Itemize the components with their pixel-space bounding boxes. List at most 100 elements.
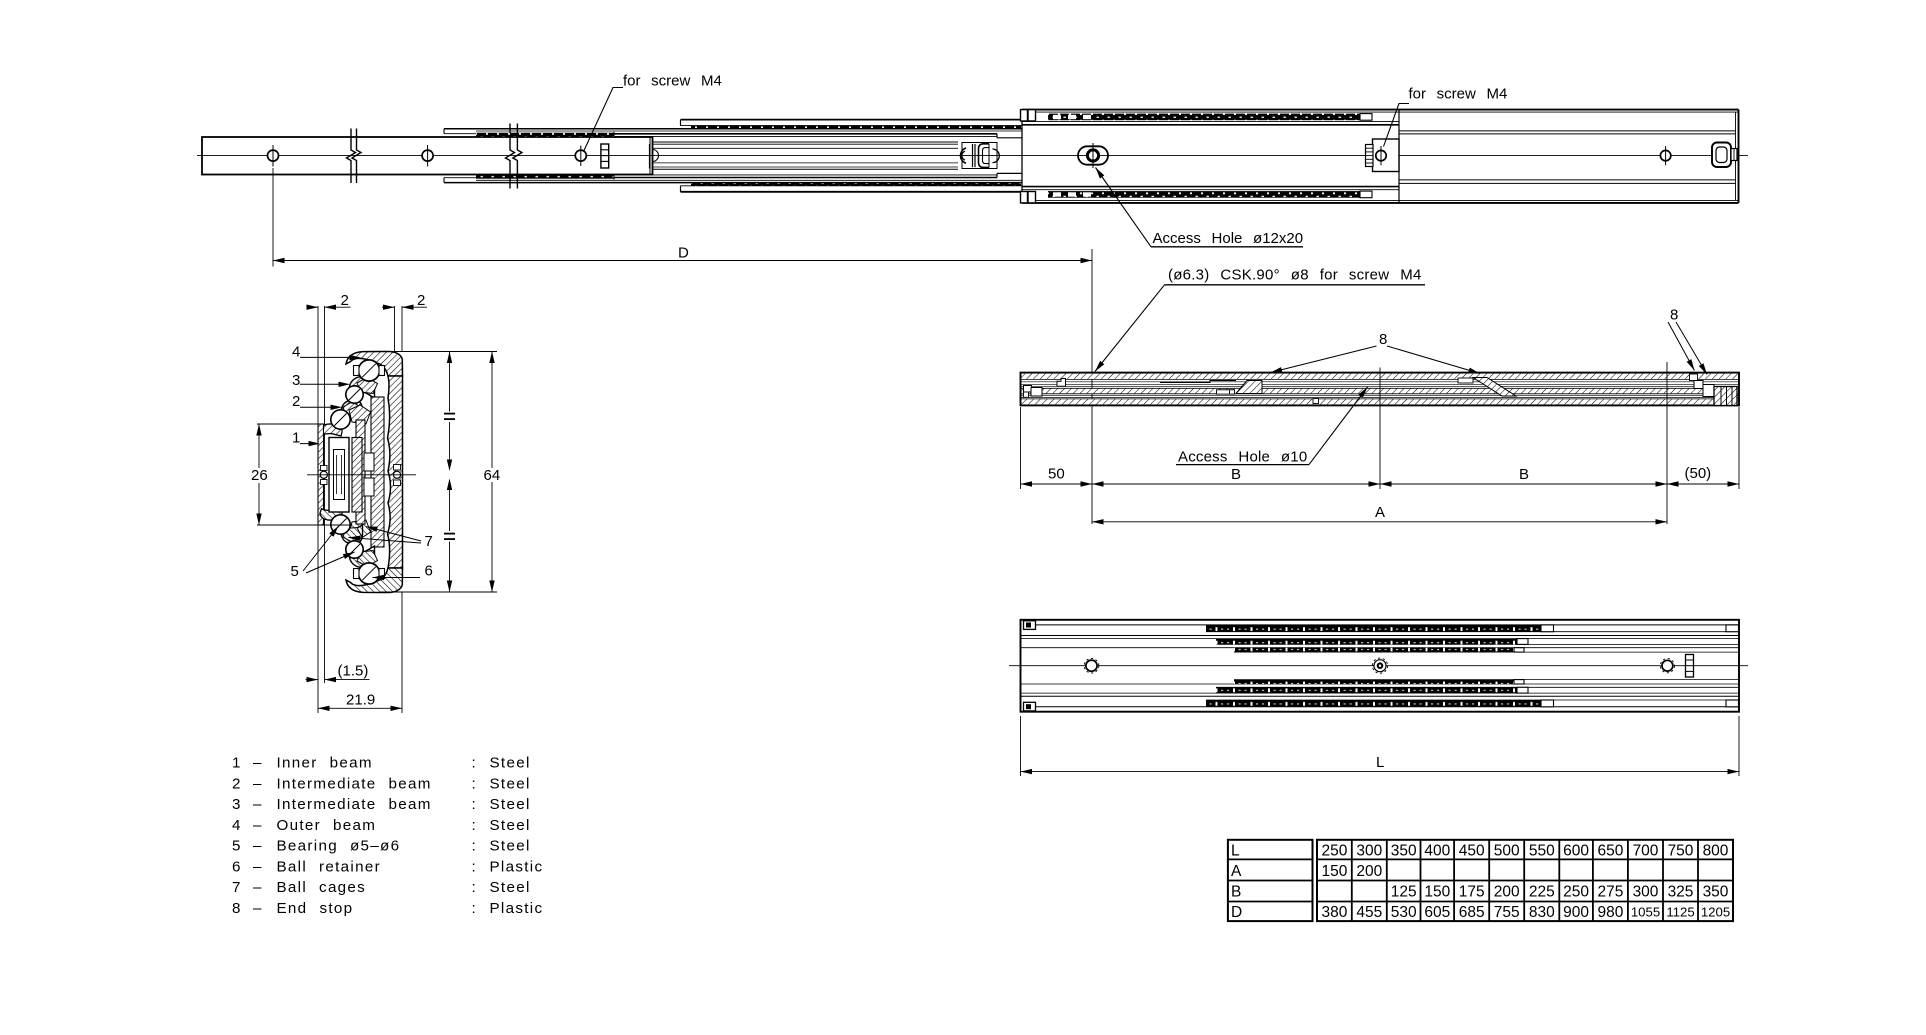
svg-text:B: B — [1519, 466, 1529, 483]
svg-text:350: 350 — [1391, 843, 1417, 860]
svg-text:1: 1 — [292, 430, 300, 447]
svg-text:150: 150 — [1321, 863, 1347, 880]
svg-text::: : — [472, 900, 478, 917]
svg-text:–: – — [253, 755, 263, 772]
svg-text:–: – — [253, 858, 263, 875]
svg-text:755: 755 — [1494, 904, 1520, 921]
svg-text:Inner beam: Inner beam — [277, 755, 373, 772]
svg-text:125: 125 — [1391, 883, 1417, 900]
svg-text:2: 2 — [292, 393, 300, 410]
svg-text:–: – — [253, 775, 263, 792]
svg-text:B: B — [1231, 883, 1241, 900]
svg-text:750: 750 — [1668, 843, 1694, 860]
svg-text:Intermediate beam: Intermediate beam — [277, 796, 432, 813]
svg-text:3: 3 — [232, 796, 242, 813]
svg-text:380: 380 — [1321, 904, 1347, 921]
svg-text:530: 530 — [1391, 904, 1417, 921]
svg-text::: : — [472, 817, 478, 834]
svg-text:3: 3 — [292, 372, 300, 389]
svg-text:Steel: Steel — [490, 838, 531, 855]
svg-text::: : — [472, 858, 478, 875]
svg-text:26: 26 — [251, 467, 268, 484]
svg-text:250: 250 — [1563, 883, 1589, 900]
svg-text:21.9: 21.9 — [346, 692, 375, 709]
svg-text:L: L — [1376, 754, 1384, 771]
svg-text:(50): (50) — [1685, 465, 1712, 482]
svg-text:A: A — [1375, 504, 1385, 521]
svg-text:Bearing ø5–ø6: Bearing ø5–ø6 — [277, 838, 401, 855]
svg-text:1205: 1205 — [1701, 905, 1730, 920]
svg-text:150: 150 — [1424, 883, 1450, 900]
svg-text:2: 2 — [232, 775, 242, 792]
svg-text:Steel: Steel — [490, 879, 531, 896]
svg-text:5: 5 — [291, 563, 299, 580]
svg-text:Access Hole ø12x20: Access Hole ø12x20 — [1153, 230, 1304, 247]
svg-text:450: 450 — [1459, 843, 1485, 860]
svg-text:64: 64 — [484, 467, 501, 484]
svg-text::: : — [472, 755, 478, 772]
svg-text:300: 300 — [1633, 883, 1659, 900]
svg-text:Steel: Steel — [490, 755, 531, 772]
svg-text:–: – — [253, 879, 263, 896]
svg-text:for screw M4: for screw M4 — [623, 73, 722, 90]
svg-text:175: 175 — [1459, 883, 1485, 900]
svg-text:650: 650 — [1597, 843, 1623, 860]
svg-text:2: 2 — [341, 292, 349, 309]
svg-text:4: 4 — [292, 344, 300, 361]
svg-text:250: 250 — [1321, 843, 1347, 860]
svg-text:980: 980 — [1597, 904, 1623, 921]
svg-text:(1.5): (1.5) — [338, 663, 369, 680]
svg-text:1125: 1125 — [1666, 905, 1694, 920]
svg-text:900: 900 — [1563, 904, 1589, 921]
svg-text:1: 1 — [232, 755, 242, 772]
svg-text:–: – — [253, 838, 263, 855]
svg-text:(ø6.3) CSK.90° ø8 for screw M4: (ø6.3) CSK.90° ø8 for screw M4 — [1168, 267, 1422, 284]
svg-text:1055: 1055 — [1631, 905, 1660, 920]
svg-text:Intermediate beam: Intermediate beam — [277, 775, 432, 792]
svg-text:8: 8 — [1670, 307, 1678, 324]
svg-text:225: 225 — [1529, 883, 1555, 900]
svg-text:Plastic: Plastic — [490, 858, 544, 875]
svg-text:Plastic: Plastic — [490, 900, 544, 917]
svg-text:455: 455 — [1356, 904, 1382, 921]
svg-text:500: 500 — [1494, 843, 1520, 860]
svg-text:8: 8 — [1379, 331, 1387, 348]
svg-text:D: D — [1231, 904, 1242, 921]
svg-text:Steel: Steel — [490, 775, 531, 792]
svg-text:L: L — [1231, 843, 1240, 860]
svg-text:200: 200 — [1494, 883, 1520, 900]
svg-text::: : — [472, 796, 478, 813]
svg-text:Ball retainer: Ball retainer — [277, 858, 381, 875]
svg-text:300: 300 — [1356, 843, 1382, 860]
svg-text:B: B — [1231, 466, 1241, 483]
svg-text:–: – — [253, 900, 263, 917]
svg-text:325: 325 — [1668, 883, 1694, 900]
svg-text:–: – — [253, 817, 263, 834]
svg-text:7: 7 — [232, 879, 242, 896]
svg-text:700: 700 — [1633, 843, 1659, 860]
svg-text:350: 350 — [1703, 883, 1729, 900]
svg-text:–: – — [253, 796, 263, 813]
svg-text::: : — [472, 838, 478, 855]
svg-text:Ball cages: Ball cages — [277, 879, 367, 896]
svg-text:End stop: End stop — [277, 900, 354, 917]
svg-text::: : — [472, 775, 478, 792]
svg-text:Outer beam: Outer beam — [277, 817, 377, 834]
svg-text:200: 200 — [1356, 863, 1382, 880]
svg-text:6: 6 — [425, 563, 433, 580]
svg-text:5: 5 — [232, 838, 242, 855]
svg-text:for screw M4: for screw M4 — [1409, 86, 1508, 103]
svg-text:830: 830 — [1529, 904, 1555, 921]
svg-text:800: 800 — [1703, 843, 1729, 860]
svg-text:400: 400 — [1424, 843, 1450, 860]
svg-text:7: 7 — [425, 533, 433, 550]
svg-text:2: 2 — [417, 292, 425, 309]
svg-text:685: 685 — [1459, 904, 1485, 921]
svg-text:275: 275 — [1597, 883, 1623, 900]
svg-text:605: 605 — [1424, 904, 1450, 921]
svg-text:A: A — [1231, 863, 1242, 880]
svg-text:Access Hole ø10: Access Hole ø10 — [1178, 449, 1307, 466]
svg-text:6: 6 — [232, 858, 242, 875]
svg-text:Steel: Steel — [490, 796, 531, 813]
svg-text:550: 550 — [1529, 843, 1555, 860]
